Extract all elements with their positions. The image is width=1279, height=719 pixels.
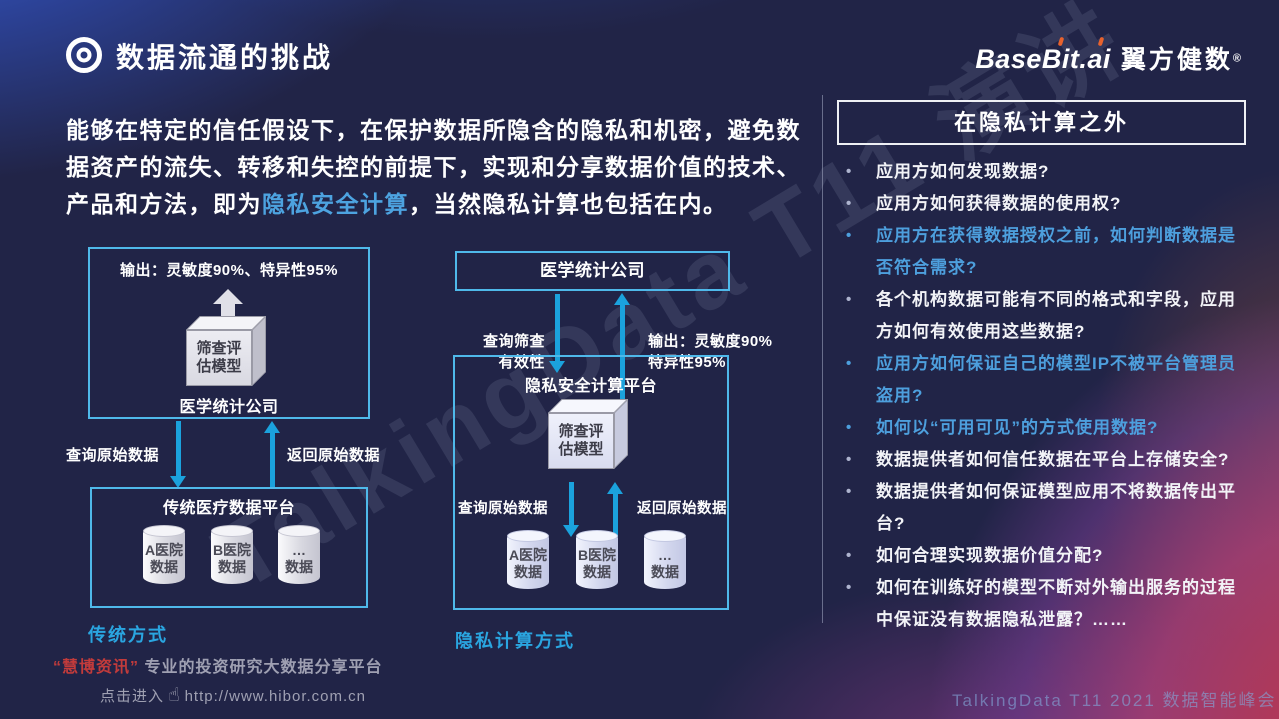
panel-question: 如何以“可用可见”的方式使用数据? bbox=[838, 412, 1252, 444]
privacy-model-cube: 筛查评 估模型 bbox=[548, 399, 630, 471]
hibor-brand: “慧博资讯” bbox=[53, 659, 140, 676]
basebit-logo: BaseBit.ai 翼方健数® bbox=[975, 36, 1241, 76]
privacy-return-up-arrowhead-icon bbox=[607, 482, 623, 494]
vertical-divider bbox=[822, 95, 823, 623]
privacy-return-label: 返回原始数据 bbox=[637, 501, 727, 517]
privacy-company-label: 医学统计公司 bbox=[540, 261, 645, 280]
hibor-watermark: “慧博资讯” 专业的投资研究大数据分享平台 bbox=[53, 653, 382, 677]
panel-question: 各个机构数据可能有不同的格式和字段，应用方如何有效使用这些数据? bbox=[838, 284, 1252, 348]
cube-front-face: 筛查评 估模型 bbox=[548, 413, 614, 469]
privacy-platform-box bbox=[453, 355, 729, 610]
database-cylinder-a: A医院 数据 bbox=[143, 525, 185, 584]
panel-question: 应用方在获得数据授权之前，如何判断数据是否符合需求? bbox=[838, 220, 1252, 284]
panel-question: 应用方如何保证自己的模型IP不被平台管理员盗用? bbox=[838, 348, 1252, 412]
intro-highlight: 隐私安全计算 bbox=[262, 191, 409, 217]
privacy-query-down-arrowhead-icon bbox=[563, 525, 579, 537]
cube-side-face bbox=[252, 316, 266, 386]
privacy-database-cylinder-b: B医院 数据 bbox=[576, 530, 618, 589]
query-validity-down-arrowhead-icon bbox=[549, 361, 565, 373]
query-down-arrowhead-icon bbox=[170, 476, 186, 488]
registered-mark: ® bbox=[1232, 52, 1241, 65]
output-up-arrowhead-icon bbox=[614, 293, 630, 305]
hand-pointer-icon: ☝ bbox=[168, 685, 181, 706]
panel-question: 应用方如何获得数据的使用权? bbox=[838, 188, 1252, 220]
database-cylinder-b: B医院 数据 bbox=[211, 525, 253, 584]
panel-question-list: 应用方如何发现数据? 应用方如何获得数据的使用权? 应用方在获得数据授权之前，如… bbox=[838, 156, 1252, 636]
traditional-platform-label: 传统医疗数据平台 bbox=[162, 500, 295, 517]
traditional-company-label: 医学统计公司 bbox=[179, 399, 279, 416]
hibor-url-link[interactable]: http://www.hibor.com.cn bbox=[184, 688, 366, 705]
privacy-query-top-label: 查询筛查 有效性 bbox=[482, 333, 545, 371]
privacy-output-label: 输出：灵敏度90% 特异性95% bbox=[648, 333, 773, 371]
traditional-output-label: 输出：灵敏度90%、特异性95% bbox=[119, 262, 339, 279]
model-cube: 筛查评 估模型 bbox=[186, 316, 268, 388]
panel-question: 如何在训练好的模型不断对外输出服务的过程中保证没有数据隐私泄露？…… bbox=[838, 572, 1252, 636]
panel-question: 应用方如何发现数据? bbox=[838, 156, 1252, 188]
logo-brand-cn: 翼方健数 bbox=[1120, 46, 1233, 74]
target-icon bbox=[66, 37, 102, 73]
privacy-return-up-arrow-icon bbox=[613, 493, 618, 537]
intro-paragraph: 能够在特定的信任假设下，在保护数据所隐含的隐私和机密，避免数据资产的流失、转移和… bbox=[66, 112, 811, 223]
privacy-query-down-arrow-icon bbox=[569, 482, 574, 527]
intro-text-after: ，当然隐私计算也包括在内。 bbox=[409, 191, 728, 217]
traditional-query-label: 查询原始数据 bbox=[66, 447, 160, 464]
page-title: 数据流通的挑战 bbox=[116, 42, 334, 73]
hibor-cta-line: 点击进入☝http://www.hibor.com.cn bbox=[100, 684, 366, 707]
traditional-return-label: 返回原始数据 bbox=[287, 447, 381, 464]
cube-side-face bbox=[614, 399, 628, 469]
traditional-platform-box bbox=[90, 487, 368, 608]
privacy-database-cylinder-a: A医院 数据 bbox=[507, 530, 549, 589]
hibor-tagline: 专业的投资研究大数据分享平台 bbox=[144, 659, 383, 676]
database-cylinder-more: … 数据 bbox=[278, 525, 320, 584]
privacy-query-label: 查询原始数据 bbox=[458, 501, 548, 517]
panel-heading: 在隐私计算之外 bbox=[837, 100, 1246, 145]
hibor-cta-text: 点击进入 bbox=[100, 688, 165, 705]
output-up-arrow-icon bbox=[620, 304, 625, 418]
privacy-caption: 隐私计算方式 bbox=[455, 631, 575, 651]
privacy-company-box: 医学统计公司 bbox=[455, 251, 730, 291]
target-icon-center bbox=[76, 47, 92, 63]
intro-text-before: 能够在特定的信任假设下，在保护数据所隐含的隐私和机密，避免数据资产的流失、转移和… bbox=[66, 117, 801, 217]
panel-question: 如何合理实现数据价值分配? bbox=[838, 540, 1252, 572]
return-up-arrow-icon bbox=[270, 432, 275, 487]
query-validity-down-arrow-icon bbox=[555, 294, 560, 363]
logo-brand-en: BaseBit.ai bbox=[975, 44, 1111, 74]
traditional-caption: 传统方式 bbox=[88, 625, 168, 645]
return-up-arrowhead-icon bbox=[264, 421, 280, 433]
cube-front-face: 筛查评 估模型 bbox=[186, 330, 252, 386]
privacy-database-cylinder-more: … 数据 bbox=[644, 530, 686, 589]
panel-question: 数据提供者如何信任数据在平台上存储安全? bbox=[838, 444, 1252, 476]
privacy-platform-label: 隐私安全计算平台 bbox=[524, 378, 657, 395]
traditional-top-box bbox=[88, 247, 370, 419]
query-down-arrow-icon bbox=[176, 421, 181, 477]
event-watermark: TalkingData T11 2021 数据智能峰会 bbox=[952, 691, 1277, 710]
panel-question: 数据提供者如何保证模型应用不将数据传出平台? bbox=[838, 476, 1252, 540]
